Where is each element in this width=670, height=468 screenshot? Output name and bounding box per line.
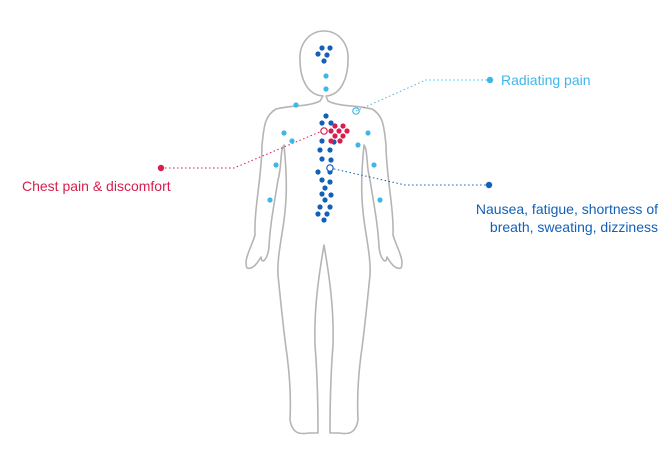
nausea-symptoms-label: Nausea, fatigue, shortness of breath, sw… [476,200,658,236]
radiating-dot [273,162,279,168]
chest-connector-line [161,130,323,169]
radiating-open-marker [352,107,360,115]
radiating-dot [371,162,377,168]
nausea-dot [315,51,321,57]
nausea-dot [317,204,323,210]
nausea-connector-line [329,167,489,186]
nausea-dot [328,157,334,163]
radiating-dot [355,142,361,148]
radiating-dot [267,197,273,203]
nausea-dot [324,52,330,58]
chest-dot [336,128,342,134]
nausea-dot [327,204,333,210]
nausea-dot [328,192,334,198]
chest-dot [344,128,350,134]
radiating-dot [365,130,371,136]
nausea-dot [328,120,334,126]
radiating-dot [281,130,287,136]
chest-dot [340,133,346,139]
nausea-dot [322,197,328,203]
nausea-dot [324,211,330,217]
nausea-dot [319,120,325,126]
nausea-dot [315,169,321,175]
chest-dot [337,138,343,144]
human-body-outline-icon [245,30,403,435]
nausea-dot [319,138,325,144]
chest-open-marker [320,127,328,135]
chest-dot [328,138,334,144]
nausea-label-dot [485,181,493,189]
radiating-dot [289,138,295,144]
radiating-connector-line [355,79,490,112]
nausea-label-line-2: breath, sweating, dizziness [489,219,658,235]
chest-label-dot [157,164,165,172]
chest-dot [332,133,338,139]
nausea-dot [321,217,327,223]
radiating-label-dot [486,76,494,84]
nausea-dot [327,147,333,153]
nausea-dot [319,156,325,162]
nausea-dot [321,58,327,64]
nausea-dot [315,211,321,217]
nausea-dot [319,177,325,183]
chest-pain-label: Chest pain & discomfort [22,178,171,194]
radiating-pain-dots [267,73,383,203]
nausea-dot [319,45,325,51]
radiating-dot [323,86,329,92]
radiating-pain-label: Radiating pain [501,72,591,88]
nausea-dot [317,147,323,153]
nausea-dot [327,179,333,185]
nausea-label-line-1: Nausea, fatigue, shortness of [475,201,658,217]
chest-dot [332,123,338,129]
radiating-dot [293,102,299,108]
chest-dot [340,123,346,129]
radiating-dot [377,197,383,203]
radiating-dot [323,73,329,79]
chest-dot [328,128,334,134]
nausea-dot [322,185,328,191]
nausea-symptom-dots [315,45,337,223]
chest-pain-dots [328,123,350,144]
nausea-dot [323,113,329,119]
nausea-dot [327,45,333,51]
nausea-dot [319,191,325,197]
nausea-open-marker [326,164,334,172]
